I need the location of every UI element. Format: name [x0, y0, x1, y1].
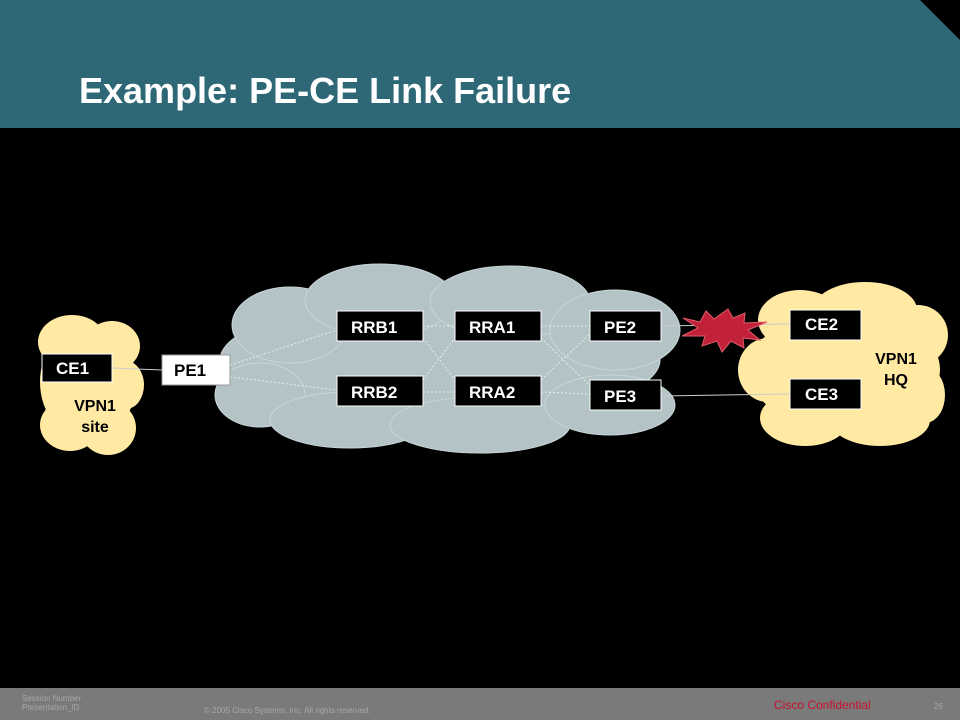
link-pe3-ce3: [660, 393, 791, 397]
page-number: 26: [934, 702, 943, 711]
node-pe1[interactable]: PE1: [161, 354, 231, 386]
ce2-label: CE2: [805, 315, 838, 334]
pe3-label: PE3: [604, 387, 636, 406]
node-rrb2[interactable]: RRB2: [336, 375, 424, 407]
right-site-label-line1: VPN1: [875, 351, 917, 368]
footer-session: Session Number Presentation_ID: [22, 694, 81, 712]
node-rra1[interactable]: RRA1: [454, 310, 542, 342]
rra1-label: RRA1: [469, 318, 515, 337]
link-failure-burst: [681, 308, 768, 353]
node-rra2[interactable]: RRA2: [454, 375, 542, 407]
link-rrb2-rra1: [422, 337, 456, 381]
link-pe1-rrb2: [229, 376, 338, 391]
ce3-label: CE3: [805, 385, 838, 404]
rrb2-label: RRB2: [351, 383, 397, 402]
backbone-cloud: [214, 263, 681, 454]
right-site-label-line2: HQ: [884, 372, 908, 389]
footer-confidential: Cisco Confidential: [774, 698, 871, 712]
presentation-id: Presentation_ID: [22, 703, 80, 712]
node-rrb1[interactable]: RRB1: [336, 310, 424, 342]
left-site-label-line1: VPN1: [74, 398, 116, 415]
rrb1-label: RRB1: [351, 318, 397, 337]
left-site-label-line2: site: [81, 419, 109, 436]
node-pe3[interactable]: PE3: [589, 379, 662, 411]
node-pe2[interactable]: PE2: [589, 310, 662, 342]
session-number: Session Number: [22, 694, 82, 703]
link-rra1-pe3: [540, 337, 591, 387]
link-rra2-pe3: [540, 391, 591, 395]
link-rra2-pe2: [540, 333, 591, 381]
footer-copyright: © 2005 Cisco Systems, Inc. All rights re…: [204, 706, 371, 715]
corner-notch: [920, 0, 960, 40]
slide-title: Example: PE-CE Link Failure: [79, 70, 572, 111]
title-bar: [0, 0, 960, 128]
footer-bar: [0, 688, 960, 720]
link-ce1-pe1: [111, 367, 163, 371]
node-ce3[interactable]: CE3: [789, 378, 862, 410]
link-pe1-rrb1: [229, 329, 338, 366]
backbone-links: [229, 325, 591, 395]
ce1-label: CE1: [56, 359, 89, 378]
node-ce2[interactable]: CE2: [789, 309, 862, 341]
pe1-label: PE1: [174, 361, 206, 380]
rra2-label: RRA2: [469, 383, 515, 402]
pe2-label: PE2: [604, 318, 636, 337]
node-ce1[interactable]: CE1: [41, 353, 113, 383]
link-rrb1-rra2: [422, 337, 456, 381]
